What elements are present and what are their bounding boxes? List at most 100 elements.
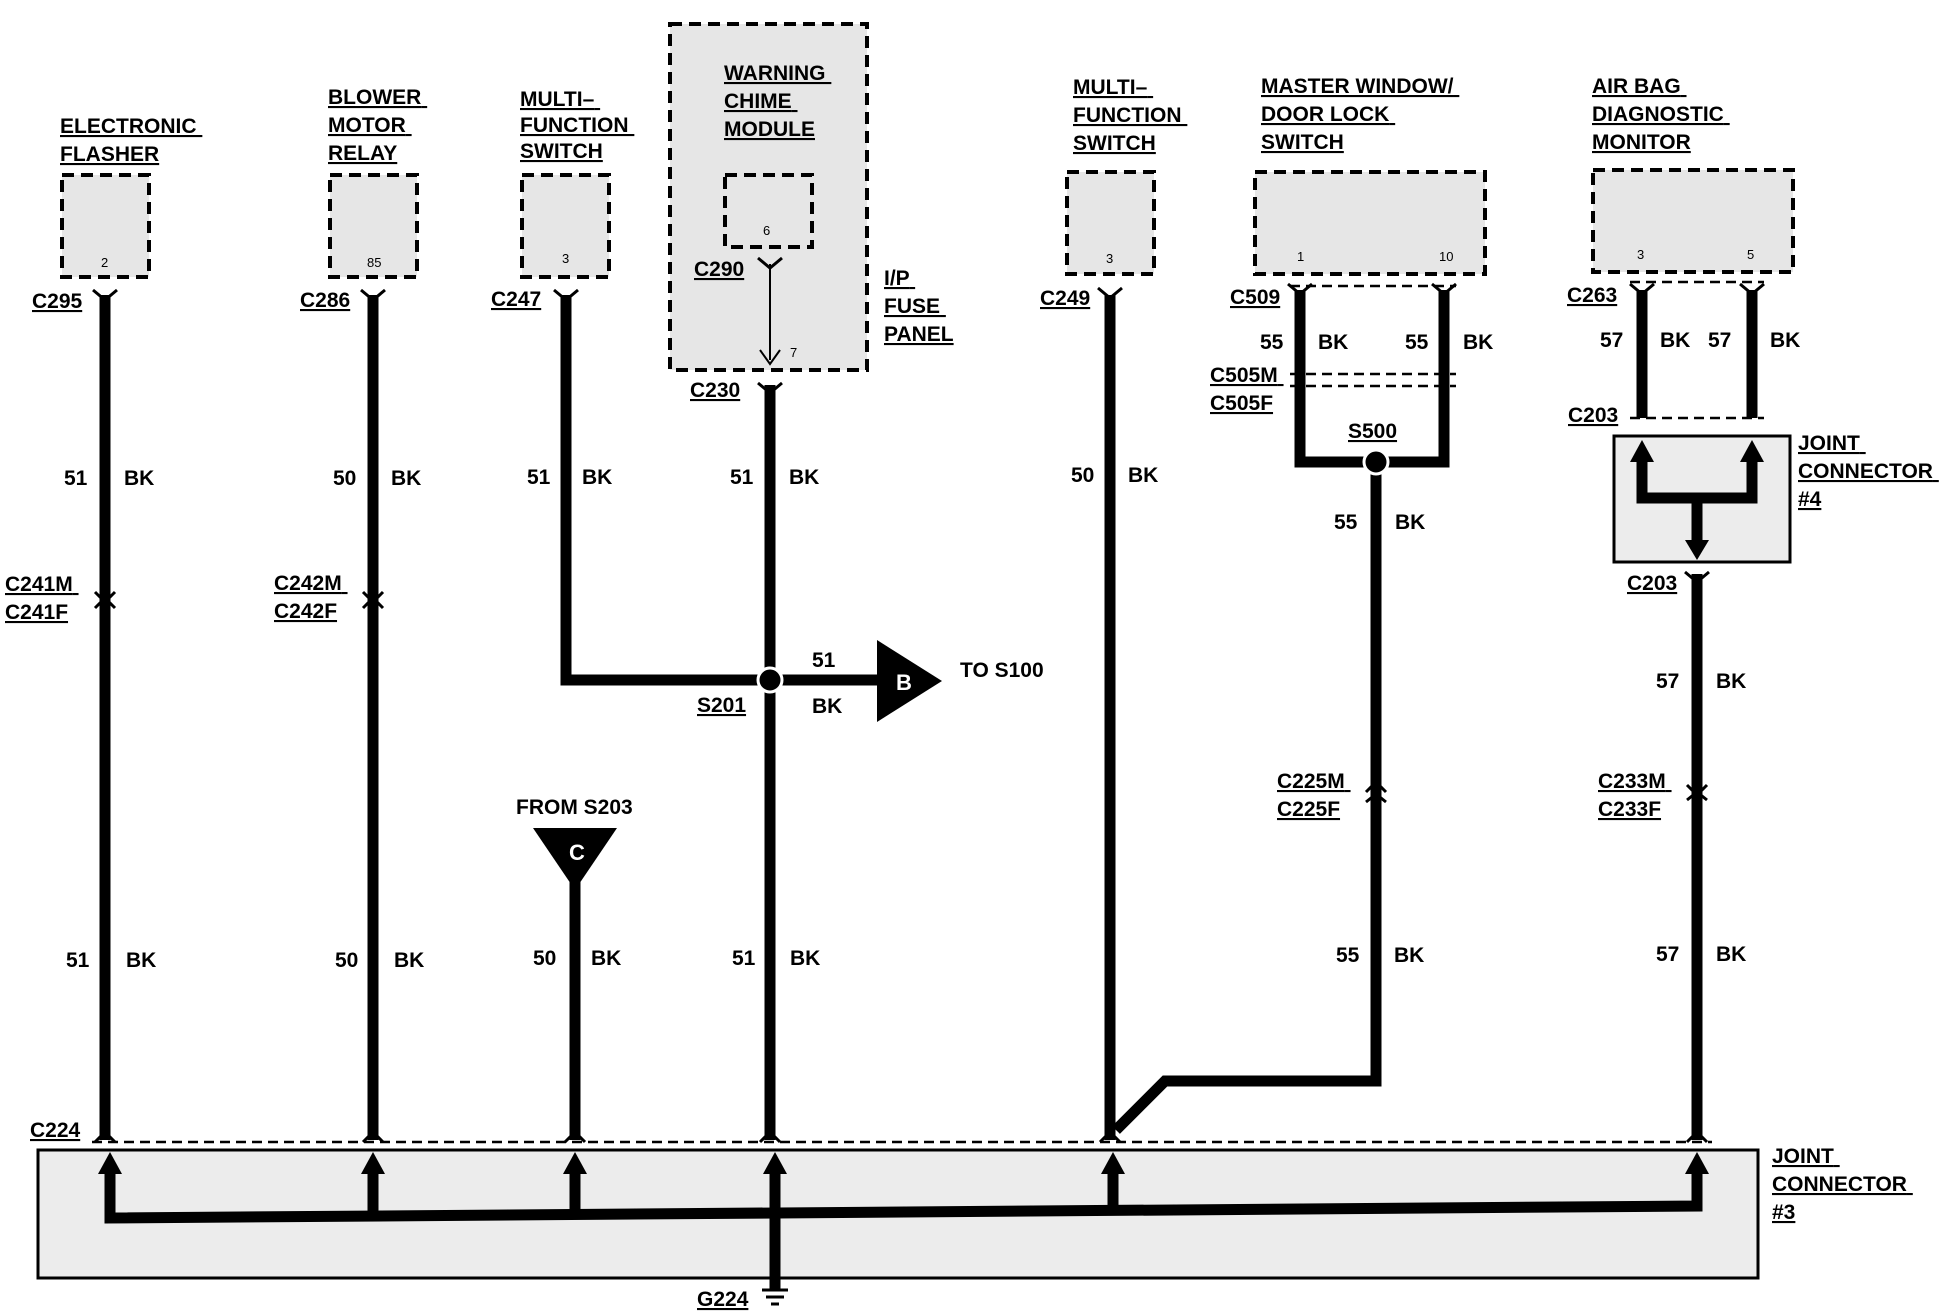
connector-c203-bottom-label: C203 <box>1627 572 1677 595</box>
wire-label-color: BK <box>1128 464 1158 487</box>
connector-c241-label: C241M C241F <box>5 573 79 624</box>
blower-motor-relay-box <box>328 173 419 279</box>
jc4-arrow-down <box>1685 540 1709 560</box>
wire-label-circuit: 55 <box>1405 331 1429 354</box>
connector-c505-label: C505M C505F <box>1210 364 1284 415</box>
to-s100-letter: B <box>896 670 912 695</box>
connector-c263: C263 <box>1567 284 1617 307</box>
wire-label-color: BK <box>1716 943 1746 966</box>
wire-label-color: BK <box>1770 329 1800 352</box>
wire-label-circuit: 50 <box>1071 464 1094 487</box>
to-s100-label: TO S100 <box>960 659 1044 682</box>
wire-label-circuit: 55 <box>1334 511 1358 534</box>
connector-c509: C509 <box>1230 286 1280 309</box>
air-bag-pin-right: 5 <box>1747 247 1754 262</box>
wire-label-color: BK <box>124 467 154 490</box>
master-window-pin-left: 1 <box>1297 249 1304 264</box>
air-bag-pin-left: 3 <box>1637 247 1644 262</box>
wire-label-circuit: 57 <box>1600 329 1623 352</box>
warning-chime-module-box <box>723 173 814 249</box>
joint-connector-3-label: JOINT CONNECTOR #3 <box>1772 1145 1913 1224</box>
from-s203-label: FROM S203 <box>516 796 633 819</box>
multi-function-switch-left-box <box>520 173 611 279</box>
ground-g224-label: G224 <box>697 1288 749 1311</box>
wire-label-color: BK <box>1463 331 1493 354</box>
inline-connector-marks <box>93 590 1709 804</box>
jc3-caps <box>93 1129 1709 1144</box>
air-bag-monitor-box <box>1591 168 1795 274</box>
jc3-drops <box>367 1170 1119 1290</box>
connector-c247: C247 <box>491 288 541 311</box>
wire-label-circuit: 57 <box>1656 943 1679 966</box>
wire-label-color: BK <box>790 947 820 970</box>
wire-label-color: BK <box>812 695 842 718</box>
wire-label-color: BK <box>1660 329 1690 352</box>
wire-label-color: BK <box>1716 670 1746 693</box>
wire-label-circuit: 57 <box>1708 329 1731 352</box>
splice-s500-label: S500 <box>1348 420 1397 443</box>
warning-chime-label: WARNING CHIME MODULE <box>724 62 831 141</box>
wire-label-circuit: 51 <box>812 649 836 672</box>
wire-mfs-left <box>560 295 770 686</box>
wire-label-color: BK <box>591 947 621 970</box>
wire-label-color: BK <box>1318 331 1348 354</box>
wire-label-circuit: 50 <box>335 949 358 972</box>
multi-function-switch-right-box <box>1065 170 1156 276</box>
flasher-pin: 2 <box>101 255 108 270</box>
mfs-right-pin: 3 <box>1106 251 1113 266</box>
connector-c230: C230 <box>690 379 740 402</box>
ip-fuse-panel-label: I/P FUSE PANEL <box>884 267 954 346</box>
master-window-switch-label: MASTER WINDOW/ DOOR LOCK SWITCH <box>1261 75 1459 154</box>
wire-label-circuit: 51 <box>527 466 551 489</box>
wire-label-circuit: 55 <box>1260 331 1284 354</box>
splice-s201-dot <box>756 666 784 694</box>
electronic-flasher-label: ELECTRONIC FLASHER <box>60 115 202 166</box>
connector-c203-top-label: C203 <box>1568 404 1618 427</box>
to-s100-arrow <box>877 640 942 722</box>
splice-s500-dot <box>1362 448 1390 476</box>
electronic-flasher-box <box>60 173 151 279</box>
wire-labels: 51 BK 51 BK 50 BK 50 BK 51 BK 51 BK 51 B… <box>64 329 1800 972</box>
fuse-panel-pin: 7 <box>790 345 797 360</box>
blower-pin: 85 <box>367 255 381 270</box>
connector-c249: C249 <box>1040 287 1090 310</box>
wire-label-circuit: 51 <box>732 947 756 970</box>
wire-label-circuit: 57 <box>1656 670 1679 693</box>
wire-label-color: BK <box>391 467 421 490</box>
jc3-arrows <box>98 1152 1709 1174</box>
chime-pin: 6 <box>763 223 770 238</box>
wire-label-circuit: 50 <box>333 467 356 490</box>
connector-c242-label: C242M C242F <box>274 572 348 623</box>
connector-c225-label: C225M C225F <box>1277 770 1351 821</box>
master-window-switch-box <box>1253 170 1487 276</box>
wire-label-color: BK <box>126 949 156 972</box>
wire-label-color: BK <box>789 466 819 489</box>
wire-label-circuit: 51 <box>64 467 88 490</box>
wire-label-color: BK <box>1394 944 1424 967</box>
wire-label-circuit: 51 <box>730 466 754 489</box>
wire-label-circuit: 55 <box>1336 944 1360 967</box>
master-window-pin-right: 10 <box>1439 249 1453 264</box>
mfs-left-pin: 3 <box>562 251 569 266</box>
air-bag-monitor-label: AIR BAG DIAGNOSTIC MONITOR <box>1592 75 1730 154</box>
from-s203-triangle <box>533 828 617 890</box>
wire-s500-ground <box>1112 462 1382 1134</box>
jc4-arrow-left <box>1630 440 1654 462</box>
jc3-bus <box>104 1170 1703 1224</box>
wire-label-color: BK <box>582 466 612 489</box>
blower-motor-relay-label: BLOWER MOTOR RELAY <box>328 86 427 165</box>
ground-symbol <box>762 1288 788 1306</box>
connector-c224-label: C224 <box>30 1119 81 1142</box>
splice-s201-label: S201 <box>697 694 746 717</box>
from-s203-letter: C <box>569 840 585 865</box>
chime-internal-arrow <box>759 349 781 366</box>
connector-c290: C290 <box>694 258 744 281</box>
wire-label-circuit: 50 <box>533 947 556 970</box>
joint-connector-4-label: JOINT CONNECTOR #4 <box>1798 432 1939 511</box>
wire-label-color: BK <box>394 949 424 972</box>
multi-function-switch-right-label: MULTI– FUNCTION SWITCH <box>1073 76 1187 155</box>
connector-caps <box>92 256 1765 584</box>
connector-c295: C295 <box>32 290 83 313</box>
connector-c233-label: C233M C233F <box>1598 770 1672 821</box>
